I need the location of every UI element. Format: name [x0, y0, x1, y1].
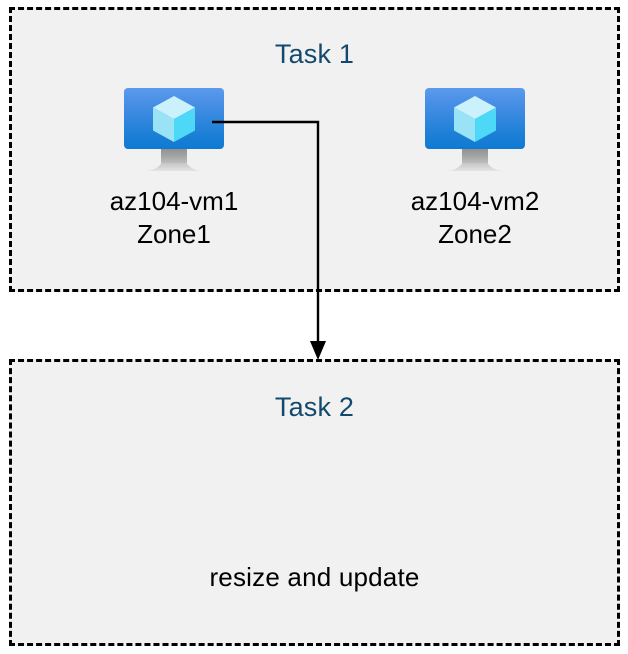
- vm-stand-neck: [462, 147, 488, 163]
- virtual-machine-icon: [124, 88, 224, 173]
- vm-screen: [425, 88, 525, 149]
- cube-glyph: [454, 95, 496, 142]
- task-2-title: Task 2: [274, 392, 355, 422]
- vm-stand-base: [443, 158, 507, 172]
- node-label: az104-vm1 Zone1: [109, 186, 239, 250]
- node-label: az104-vm2 Zone2: [410, 186, 540, 250]
- vm-stand-neck: [161, 147, 187, 163]
- task-1-title: Task 1: [274, 39, 355, 69]
- task-2-container: Task 2: [9, 359, 620, 646]
- task-2-caption: resize and update: [209, 562, 420, 592]
- node-az104-vm1[interactable]: az104-vm1 Zone1: [59, 88, 289, 252]
- cube-glyph: [153, 95, 195, 142]
- node-az104-vm2[interactable]: az104-vm2 Zone2: [360, 88, 590, 252]
- vm-screen: [124, 88, 224, 149]
- vm-stand-base: [142, 158, 206, 172]
- virtual-machine-icon: [425, 88, 525, 173]
- task-1-container: Task 1: [9, 7, 620, 292]
